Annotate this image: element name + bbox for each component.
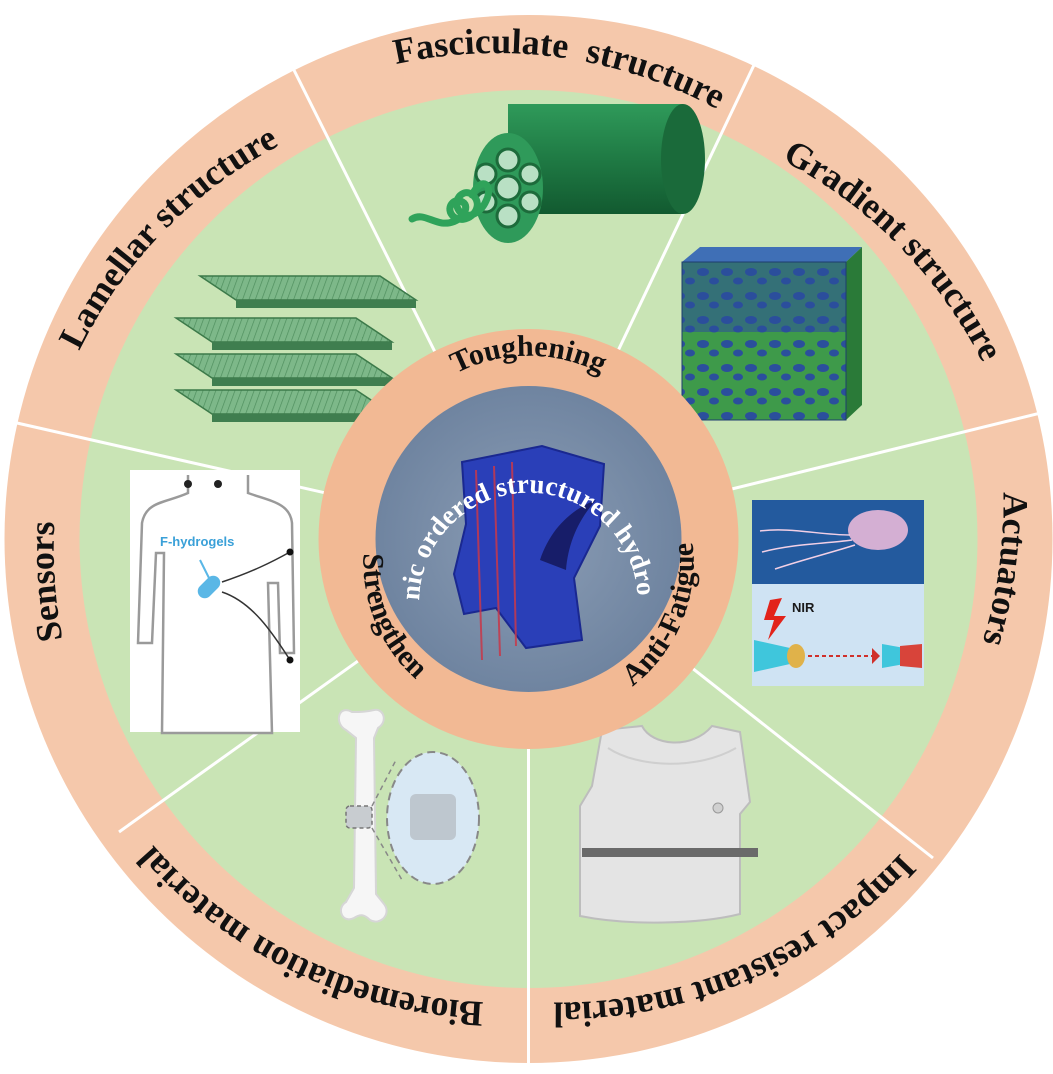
actuator-image: NIR bbox=[752, 500, 924, 686]
lamellar-sheets-image bbox=[173, 275, 419, 422]
fasciculate-cylinder-image bbox=[408, 104, 705, 243]
sensor-f-hydrogels-label: F-hydrogels bbox=[160, 534, 234, 549]
sensor-body-image: F-hydrogels bbox=[130, 470, 300, 735]
gradient-cube-image bbox=[681, 247, 862, 421]
bone-image bbox=[337, 708, 480, 923]
hydrogel-network-image bbox=[452, 444, 606, 661]
impact-vest-image bbox=[579, 724, 758, 924]
actuator-nir-label: NIR bbox=[792, 600, 815, 615]
